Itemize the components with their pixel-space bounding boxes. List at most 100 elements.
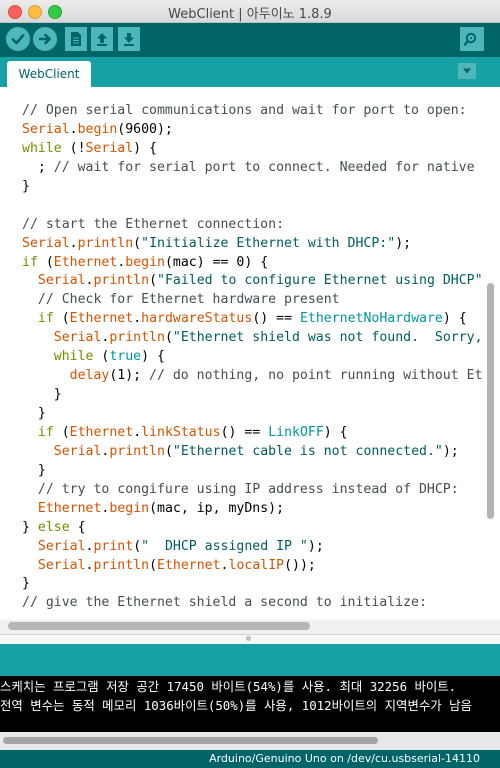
code-token: [22, 349, 54, 364]
open-sketch-button[interactable]: [91, 27, 113, 51]
code-line[interactable]: Serial.println("Initialize Ethernet with…: [22, 235, 483, 254]
code-token: [22, 425, 38, 440]
code-token: .: [85, 538, 94, 554]
code-token: // do nothing, no point running without …: [149, 368, 483, 384]
code-token: Ethernet: [53, 254, 118, 270]
code-token: if: [22, 254, 38, 270]
code-token: [22, 292, 38, 307]
code-token: }: [22, 178, 30, 194]
arrow-right-icon: [38, 33, 51, 45]
code-line[interactable]: Serial.println(Ethernet.localIP());: [22, 557, 483, 576]
code-token: // start the Ethernet connection:: [22, 216, 285, 232]
code-token: (: [164, 443, 173, 459]
editor-horizontal-scrollbar[interactable]: [8, 622, 310, 630]
code-line[interactable]: Serial.println("Ethernet shield was not …: [22, 329, 483, 348]
code-token: }: [22, 387, 62, 403]
new-sketch-button[interactable]: [65, 27, 87, 51]
code-token: }: [22, 462, 46, 478]
code-line[interactable]: // Open serial communications and wait f…: [22, 102, 483, 121]
console-output[interactable]: 스케치는 프로그램 저장 공간 17450 바이트(54%)를 사용. 최대 3…: [0, 676, 500, 732]
code-token: }: [22, 406, 46, 421]
code-token: .: [85, 273, 94, 289]
code-line[interactable]: [22, 197, 483, 216]
code-token: print: [93, 538, 134, 554]
code-token: ;: [22, 159, 54, 175]
code-line[interactable]: // start the Ethernet connection:: [22, 216, 483, 235]
arrow-up-icon: [97, 33, 107, 46]
close-window-button[interactable]: [8, 5, 22, 19]
code-token: [22, 311, 38, 326]
code-token: .: [220, 557, 229, 573]
code-token: (9600);: [117, 121, 173, 137]
console-line: 스케치는 프로그램 저장 공간 17450 바이트(54%)를 사용. 최대 3…: [0, 679, 457, 694]
code-line[interactable]: if (Ethernet.hardwareStatus() == Etherne…: [22, 310, 483, 329]
editor-vertical-scrollbar[interactable]: [487, 283, 494, 519]
code-token: [22, 501, 38, 516]
code-editor[interactable]: // Open serial communications and wait f…: [0, 87, 500, 620]
code-token: Ethernet: [37, 500, 102, 516]
code-line[interactable]: Serial.println("Failed to configure Ethe…: [22, 272, 483, 291]
code-line[interactable]: }: [22, 178, 483, 197]
console-horizontal-scrollbar[interactable]: [3, 737, 378, 744]
code-token: }: [22, 576, 30, 592]
code-token: true: [109, 349, 142, 365]
code-line[interactable]: Serial.print(" DHCP assigned IP ");: [22, 538, 483, 557]
code-token: EthernetNoHardware: [299, 311, 443, 327]
message-bar: [0, 644, 500, 676]
code-token: hardwareStatus: [141, 311, 253, 327]
arrow-down-icon: [124, 33, 134, 46]
code-line[interactable]: }: [22, 575, 483, 594]
code-token: "Failed to configure Ethernet using DHCP…: [157, 273, 483, 289]
code-line[interactable]: Ethernet.begin(mac, ip, myDns);: [22, 500, 483, 519]
code-line[interactable]: if (Ethernet.linkStatus() == LinkOFF) {: [22, 424, 483, 443]
code-line[interactable]: Serial.begin(9600);: [22, 121, 483, 140]
tab-menu-button[interactable]: [458, 63, 476, 79]
code-token: [22, 330, 54, 345]
serial-monitor-button[interactable]: [460, 27, 484, 51]
tab-webclient[interactable]: WebClient: [7, 61, 91, 87]
code-line[interactable]: while (!Serial) {: [22, 140, 483, 159]
code-token: [22, 444, 54, 459]
code-token: "Ethernet cable is not connected.": [172, 443, 443, 459]
code-token: ) {: [133, 140, 157, 156]
chevron-down-icon: [463, 68, 471, 74]
upload-button[interactable]: [33, 27, 57, 51]
code-line[interactable]: while (true) {: [22, 348, 483, 367]
code-token: begin: [109, 500, 150, 516]
code-token: (: [149, 273, 158, 289]
verify-button[interactable]: [6, 27, 30, 51]
code-token: .: [69, 235, 78, 251]
code-line[interactable]: // Check for Ethernet hardware present: [22, 291, 483, 310]
code-token: delay: [69, 368, 110, 384]
save-sketch-button[interactable]: [118, 27, 140, 51]
code-token: Serial: [85, 140, 134, 156]
code-line[interactable]: if (Ethernet.begin(mac) == 0) {: [22, 254, 483, 273]
code-line[interactable]: }: [22, 386, 483, 405]
code-token: .: [101, 443, 110, 459]
code-token: .: [101, 330, 110, 346]
divider-grip-icon: [246, 636, 251, 641]
code-line[interactable]: delay(1); // do nothing, no point runnin…: [22, 367, 483, 386]
code-token: println: [109, 330, 165, 346]
code-token: println: [93, 557, 150, 573]
code-token: [22, 273, 38, 288]
code-line[interactable]: }: [22, 462, 483, 481]
code-token: "Initialize Ethernet with DHCP:": [141, 235, 396, 251]
code-line[interactable]: ; // wait for serial port to connect. Ne…: [22, 159, 483, 178]
code-text[interactable]: // Open serial communications and wait f…: [22, 102, 483, 613]
code-line[interactable]: Serial.println("Ethernet cable is not co…: [22, 443, 483, 462]
window-title: WebClient | 아두이노 1.8.9: [168, 7, 332, 22]
code-line[interactable]: // give the Ethernet shield a second to …: [22, 594, 483, 613]
code-token: (mac, ip, myDns);: [149, 500, 285, 516]
maximize-window-button[interactable]: [48, 5, 62, 19]
code-token: .: [69, 121, 78, 137]
code-line[interactable]: } else {: [22, 519, 483, 538]
code-line[interactable]: }: [22, 405, 483, 424]
code-token: Serial: [22, 121, 70, 137]
code-line[interactable]: // try to congifure using IP address ins…: [22, 481, 483, 500]
code-token: );: [395, 235, 412, 251]
code-token: );: [442, 443, 459, 459]
code-token: if: [37, 424, 54, 440]
minimize-window-button[interactable]: [28, 5, 42, 19]
code-token: (: [164, 330, 173, 346]
